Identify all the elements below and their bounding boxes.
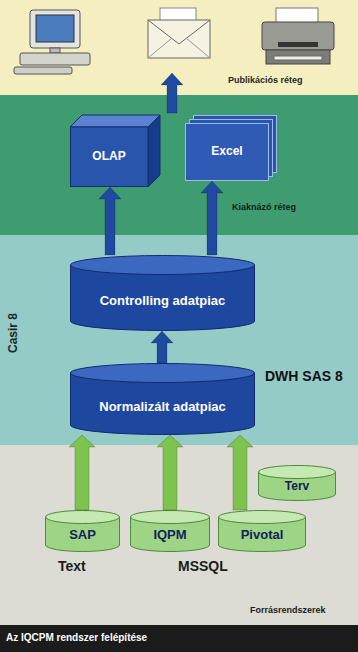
flow-arrow <box>151 331 173 363</box>
flow-arrow <box>69 435 95 510</box>
cylinder-store: Normalizált adatpiac <box>70 363 255 435</box>
node-label: Terv <box>285 480 309 494</box>
layer-label: Forrásrendszerek <box>250 605 326 615</box>
envelope-icon <box>148 8 210 58</box>
node-label: Normalizált adatpiac <box>99 400 225 415</box>
node-label: Pivotal <box>241 528 284 543</box>
flow-arrow <box>161 73 183 113</box>
printer-icon <box>262 8 334 64</box>
node-content: SAP <box>45 510 120 552</box>
caption-bar: Az IQCPM rendszer felépítése <box>0 625 358 652</box>
flow-arrow <box>99 187 121 255</box>
flow-arrow <box>201 181 223 255</box>
cube-front <box>71 127 149 187</box>
node-content: Excel <box>185 115 277 181</box>
node-label: SAP <box>69 528 96 543</box>
cylinder-top <box>71 364 255 383</box>
flow-arrow <box>157 435 183 510</box>
layer-label: Kiaknázó réteg <box>232 202 296 212</box>
cylinder-store: Terv <box>258 465 336 501</box>
caption-text: Az IQCPM rendszer felépítése <box>6 632 147 643</box>
cube-top <box>70 115 160 127</box>
vertical-label: Casir 8 <box>7 313 21 353</box>
cylinder-top <box>71 256 255 275</box>
cylinder-top <box>219 511 306 524</box>
node-label: Excel <box>211 145 242 159</box>
system-label: Text <box>58 558 86 574</box>
cube-side <box>148 115 160 187</box>
node-content: OLAP <box>70 115 160 187</box>
node-content: Pivotal <box>218 510 306 552</box>
flow-arrow <box>227 435 253 510</box>
layer-band: Kiaknázó réteg OLAP Excel <box>0 95 358 235</box>
cylinder-top <box>46 511 120 524</box>
layer-band: Casir 8 DWH SAS 8 Controlling adatpiacNorm… <box>0 235 358 445</box>
cylinder-store: SAP <box>45 510 120 552</box>
cylinder-store: Pivotal <box>218 510 306 552</box>
cylinder-store: Controlling adatpiac <box>70 255 255 331</box>
node-label: IQPM <box>153 528 186 543</box>
excel-sheets: Excel <box>185 115 277 181</box>
cylinder-store: IQPM <box>130 510 210 552</box>
node-content: IQPM <box>130 510 210 552</box>
node-label: OLAP <box>92 150 125 164</box>
node-label: Controlling adatpiac <box>100 294 226 309</box>
cylinder-top <box>259 466 336 479</box>
node-content: Terv <box>258 465 336 501</box>
node-content: Normalizált adatpiac <box>70 363 255 435</box>
sheet <box>186 124 269 181</box>
layer-label: Publikációs réteg <box>228 75 303 85</box>
olap-cube: OLAP <box>70 115 160 187</box>
layer-label: DWH SAS 8 <box>265 368 343 384</box>
layer-band: Forrásrendszerek SAP IQPM Pivotal Terv <box>0 445 358 625</box>
computer-icon <box>14 10 90 74</box>
system-label: MSSQL <box>178 558 228 574</box>
cylinder-top <box>131 511 210 524</box>
node-content: Controlling adatpiac <box>70 255 255 331</box>
